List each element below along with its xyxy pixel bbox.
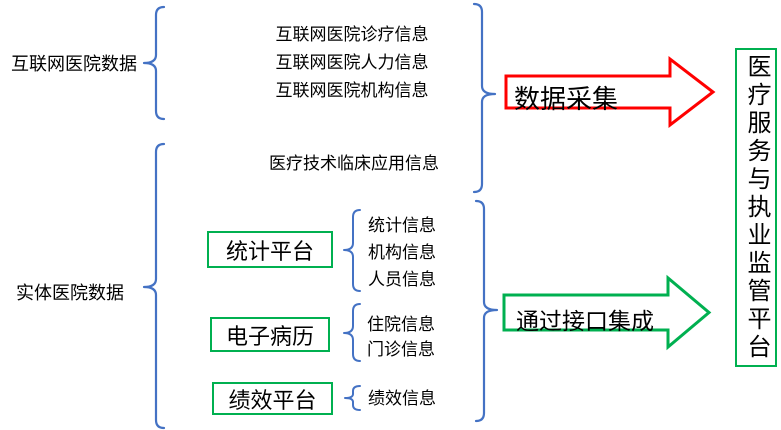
list-item: 互联网医院诊疗信息	[275, 25, 429, 44]
list-item: 人员信息	[368, 270, 436, 289]
stat-platform-label: 统计平台	[225, 238, 314, 264]
right-brace-collect-group-icon	[472, 2, 497, 194]
left-brace-physical-group-icon	[142, 142, 166, 430]
list-item: 住院信息	[367, 315, 435, 334]
emr-items-brace-icon	[343, 303, 361, 362]
target-platform-label: 医疗服务与执业监管平台	[743, 53, 770, 362]
performance-platform-box: 绩效平台	[212, 382, 333, 415]
integration-label: 通过接口集成	[516, 308, 654, 334]
list-item: 互联网医院机构信息	[275, 81, 429, 100]
stat-items-list: 统计信息 机构信息 人员信息	[368, 212, 436, 293]
list-item: 互联网医院人力信息	[275, 53, 429, 72]
data-collection-label: 数据采集	[514, 84, 619, 114]
stat-items-brace-icon	[343, 209, 361, 292]
performance-items-list: 绩效信息	[368, 389, 436, 408]
clinical-info-item: 医疗技术临床应用信息	[269, 154, 439, 173]
label-physical-hospital-data: 实体医院数据	[16, 283, 124, 303]
integration-arrow-icon	[502, 274, 712, 351]
performance-items-brace-icon	[344, 385, 361, 411]
emr-items-list: 住院信息 门诊信息	[367, 312, 435, 362]
emr-platform-label: 电子病历	[225, 323, 314, 349]
list-item: 绩效信息	[368, 389, 436, 408]
list-item: 统计信息	[368, 216, 436, 235]
left-brace-internet-group-icon	[142, 5, 166, 121]
list-item: 门诊信息	[367, 340, 435, 359]
list-item: 机构信息	[368, 243, 436, 262]
performance-platform-label: 绩效平台	[228, 387, 317, 413]
emr-platform-box: 电子病历	[210, 317, 330, 352]
data-collection-arrow-icon	[504, 55, 716, 129]
right-brace-integrate-group-icon	[474, 199, 499, 423]
internet-info-list: 互联网医院诊疗信息 互联网医院人力信息 互联网医院机构信息	[260, 21, 444, 105]
target-platform-box: 医疗服务与执业监管平台	[735, 48, 777, 367]
label-internet-hospital-data: 互联网医院数据	[11, 54, 137, 74]
stat-platform-box: 统计平台	[207, 231, 333, 268]
